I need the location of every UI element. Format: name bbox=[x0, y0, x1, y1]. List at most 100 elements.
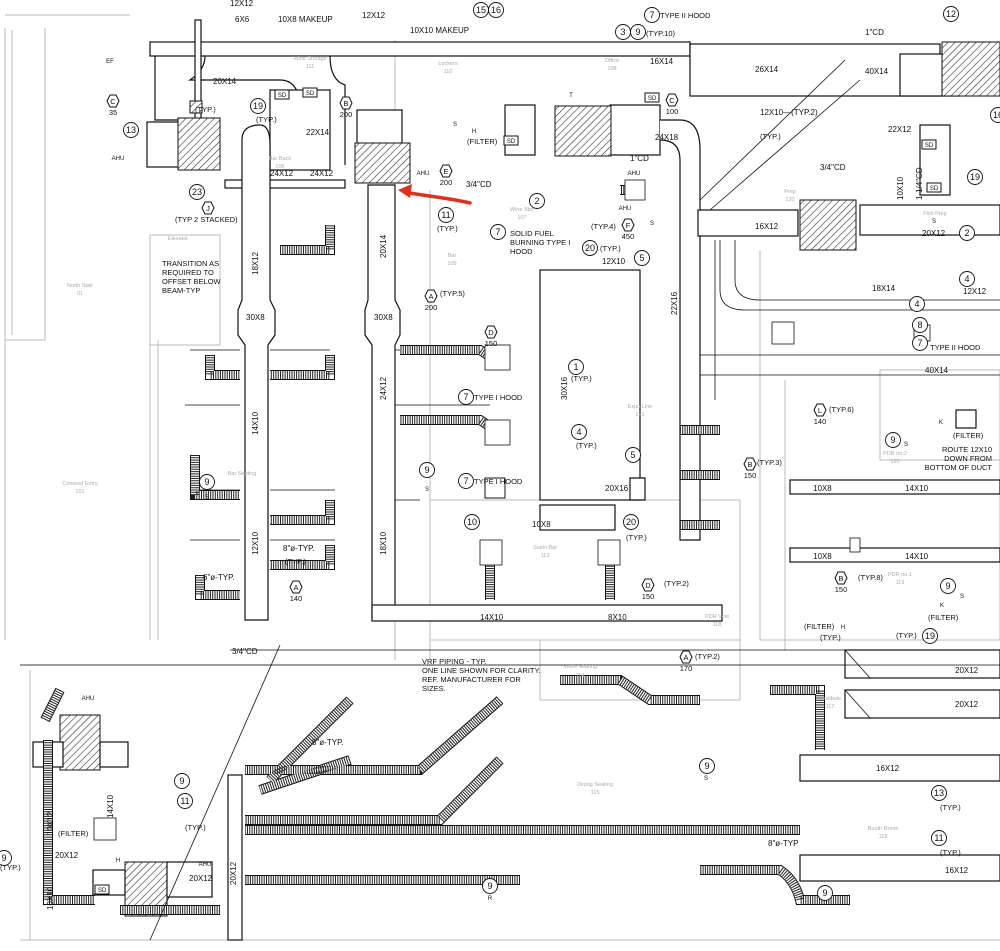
route-duct-note: ROUTE 12X10 bbox=[942, 445, 992, 454]
room-label: Prep bbox=[784, 189, 796, 195]
keynote-tag: 8 bbox=[917, 320, 922, 330]
diffuser-tag-letter: D bbox=[645, 581, 651, 590]
pipe-size-label: 8"ø-TYP. bbox=[312, 738, 344, 747]
smoke-detector-box bbox=[302, 87, 318, 98]
tag-circle bbox=[582, 240, 598, 256]
tag-circle bbox=[529, 193, 545, 209]
duct-size-label: 6X6 bbox=[235, 15, 250, 24]
typ-label: (TYP.) bbox=[437, 224, 458, 233]
room-label: Dining Seating bbox=[577, 782, 613, 788]
keynote-tag: 9 bbox=[1, 853, 6, 863]
room-label: Sushi Bar bbox=[533, 545, 557, 551]
tag-circle bbox=[990, 107, 1000, 123]
tag-circle bbox=[940, 578, 956, 594]
vrf-piping-note: SIZES. bbox=[422, 684, 446, 693]
pipe-size-label: 1-1/4"CD bbox=[915, 167, 924, 200]
equipment-tag: AHU bbox=[112, 156, 125, 162]
equipment-tag: S bbox=[904, 442, 908, 448]
ductwork-vertical-trunks bbox=[185, 124, 723, 622]
diffuser-tag-letter: B bbox=[838, 574, 843, 583]
transition-note: TRANSITION AS bbox=[162, 259, 219, 268]
transition-note: REQUIRED TO bbox=[162, 268, 214, 277]
duct-size-label: 14X10 bbox=[480, 613, 504, 622]
keynote-tag: 7 bbox=[463, 392, 468, 402]
diffuser-tag-cfm: 35 bbox=[109, 108, 117, 117]
keynote-tag: 19 bbox=[970, 172, 980, 182]
duct-size-label: 26X14 bbox=[755, 65, 779, 74]
tag-circle bbox=[922, 628, 938, 644]
diffuser-tag-letter: F bbox=[626, 221, 631, 230]
room-label: Lockers bbox=[438, 61, 458, 67]
tag-circle bbox=[623, 514, 639, 530]
typ-label: (TYP.) bbox=[600, 244, 621, 253]
vrf-piping-note: ONE LINE SHOWN FOR CLARITY. bbox=[422, 666, 541, 675]
diffuser-tag-cfm: 150 bbox=[744, 471, 757, 480]
duct-size-label: 12X10 bbox=[251, 531, 260, 555]
duct-size-label: 20X16 bbox=[605, 484, 629, 493]
room-label: Fish Prep bbox=[923, 211, 947, 217]
room-label: Expo Line bbox=[628, 404, 652, 410]
tag-circle bbox=[458, 389, 474, 405]
duct-size-label: 20X12 bbox=[55, 851, 79, 860]
diffuser-tag-letter: B bbox=[747, 460, 752, 469]
keynote-tag: 7 bbox=[463, 476, 468, 486]
duct-size-label: 10X10 bbox=[896, 176, 905, 200]
duct-size-label: 10X10 MAKEUP bbox=[410, 26, 469, 35]
equipment-tag: S bbox=[425, 487, 429, 493]
tag-circle bbox=[943, 6, 959, 22]
duct-size-label: 20X12 bbox=[922, 229, 946, 238]
diffuser-tag-hexagon bbox=[621, 218, 635, 232]
tag-circle bbox=[912, 335, 928, 351]
room-label: 101 bbox=[75, 489, 84, 495]
filter-label: (FILTER) bbox=[928, 613, 959, 622]
tag-circle bbox=[571, 424, 587, 440]
equipment-tag: H bbox=[841, 625, 845, 631]
tag-circle bbox=[959, 271, 975, 287]
duct-size-label: 12X10 bbox=[602, 257, 626, 266]
pipe-size-label: 1"CD bbox=[630, 154, 649, 163]
diffuser-tag-letter: C bbox=[110, 97, 116, 106]
smoke-detector-box bbox=[921, 139, 937, 150]
room-label: 114 bbox=[576, 673, 585, 679]
room-label: 119 bbox=[896, 580, 905, 586]
equipment-tag: S bbox=[704, 776, 708, 782]
duct-size-label: 16X12 bbox=[945, 866, 969, 875]
typ-label: (TYP.) bbox=[0, 863, 21, 872]
duct-size-label: 12X12 bbox=[963, 287, 987, 296]
filter-label: (FILTER) bbox=[804, 622, 835, 631]
diffuser-tag-cfm: 150 bbox=[485, 339, 498, 348]
tag-circle bbox=[123, 122, 139, 138]
diffuser-tag-letter: L bbox=[818, 406, 822, 415]
duct-size-label: 20X14 bbox=[379, 234, 388, 258]
equipment-tag: AHU bbox=[199, 862, 212, 868]
duct-size-label: 30X8 bbox=[374, 313, 393, 322]
ductwork-lower bbox=[20, 409, 1000, 941]
room-label: Vestibule bbox=[819, 696, 841, 702]
room-label: 120 bbox=[785, 197, 794, 203]
diffuser-tag-cfm: 450 bbox=[622, 232, 635, 241]
tag-circle bbox=[250, 98, 266, 114]
typ-label: (TYP.) bbox=[760, 132, 781, 141]
duct-size-label: 10X8 bbox=[813, 484, 832, 493]
diffuser-tag-letter: A bbox=[683, 653, 688, 662]
duct-size-label: 20X14 bbox=[213, 77, 237, 86]
tag-circle bbox=[699, 758, 715, 774]
keynote-tag: 1 bbox=[573, 362, 578, 372]
duct-size-label: 40X14 bbox=[925, 366, 949, 375]
room-label: 108 bbox=[607, 66, 616, 72]
duct-size-label: 20X12 bbox=[955, 700, 979, 709]
duct-size-label: 14X10 bbox=[905, 552, 929, 561]
diffuser-tag-hexagon bbox=[424, 289, 438, 303]
equipment-tag: K bbox=[939, 420, 943, 426]
keynote-tag: 5 bbox=[630, 450, 635, 460]
type-2-hood-note: TYPE II HOOD bbox=[660, 11, 711, 20]
equipment-tag: SD bbox=[278, 93, 287, 99]
equipment-tag: H bbox=[116, 858, 120, 864]
keynote-tag: 20 bbox=[585, 243, 595, 253]
diffuser-tag-cfm: 150 bbox=[835, 585, 848, 594]
tag-circle bbox=[174, 773, 190, 789]
solid-fuel-hood-note: HOOD bbox=[510, 247, 533, 256]
equipment-tag: AHU bbox=[82, 696, 95, 702]
room-label: PDR no.1 bbox=[888, 572, 912, 578]
pipe-size-label: 6"ø-TYP. bbox=[203, 573, 235, 582]
